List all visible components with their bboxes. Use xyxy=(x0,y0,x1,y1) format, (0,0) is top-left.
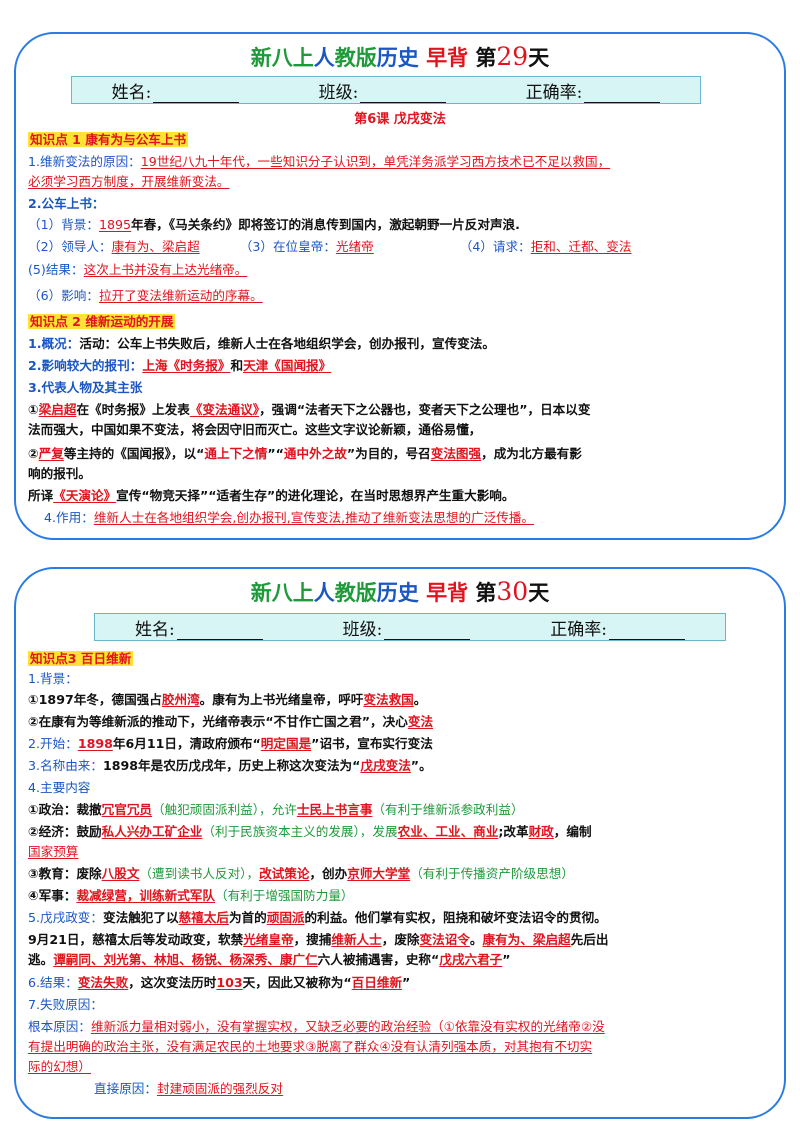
day29-title: 新八上人教版历史 早背 第29天 xyxy=(250,42,550,71)
student-info-bar: 姓名: 班级: 正确率: xyxy=(71,76,701,104)
day29-card: 新八上人教版历史 早背 第29天 姓名: 班级: 正确率: 第6课 戊戌变法 知… xyxy=(14,32,786,540)
line: ①1897年冬，德国强占胶州湾。康有为上书光绪皇帝，呼吁变法救国。 xyxy=(28,692,427,707)
line: 9月21日，慈禧太后等发动政变，软禁光绪皇帝，搜捕维新人士，废除变法诏令。康有为… xyxy=(28,932,609,947)
line: 1.概况：活动：公车上书失败后，维新人士在各地组织学会，创办报刊，宣传变法。 xyxy=(28,336,495,351)
day30-title: 新八上人教版历史 早背 第30天 xyxy=(250,577,550,606)
line: 2.影响较大的报刊：上海《时务报》和天津《国闻报》 xyxy=(28,358,332,373)
line: 响的报刊。 xyxy=(28,466,91,481)
line: ①政治：裁撤冗官冗员（触犯顽固派利益），允许士民上书言事（有利于维新派参政利益） xyxy=(28,802,524,817)
class-field[interactable]: 班级: xyxy=(343,615,471,640)
line: 1.背景： xyxy=(28,671,78,686)
line: （6）影响：拉开了变法维新运动的序幕。 xyxy=(28,288,263,303)
line: 逃。谭嗣同、刘光第、林旭、杨锐、杨深秀、康广仁六人被捕遇害，史称“戊戌六君子” xyxy=(28,952,511,967)
line: 根本原因：维新派力量相对弱小，没有掌握实权，又缺乏必要的政治经验（①依靠没有实权… xyxy=(28,1019,605,1034)
line: 所译《天演论》宣传“物竞天择”“适者生存”的进化理论，在当时思想界产生重大影响。 xyxy=(28,488,515,503)
line: 有提出明确的政治主张，没有满足农民的土地要求③脱离了群众④没有认清列强本质，对其… xyxy=(28,1039,593,1054)
name-field[interactable]: 姓名: xyxy=(112,78,240,103)
day30-card: 新八上人教版历史 早背 第30天 姓名: 班级: 正确率: 知识点3 百日维新 … xyxy=(14,567,786,1119)
knowledge-point-3: 知识点3 百日维新 xyxy=(28,651,134,666)
accuracy-field[interactable]: 正确率: xyxy=(526,78,661,103)
line: 7.失败原因： xyxy=(28,997,103,1012)
student-info-bar: 姓名: 班级: 正确率: xyxy=(94,613,726,641)
accuracy-field[interactable]: 正确率: xyxy=(550,615,685,640)
name-field[interactable]: 姓名: xyxy=(135,615,263,640)
line: 2.公车上书： xyxy=(28,196,105,211)
line: 国家预算 xyxy=(28,844,79,859)
line: ①梁启超在《时务报》上发表《变法通议》，强调“法者天下之公器也，变者天下之公理也… xyxy=(28,402,591,417)
knowledge-point-2: 知识点 2 维新运动的开展 xyxy=(28,314,176,329)
line: 1.维新变法的原因：19世纪八九十年代，一些知识分子认识到，单凭洋务派学习西方技… xyxy=(28,154,611,169)
knowledge-point-1: 知识点 1 康有为与公车上书 xyxy=(28,132,189,147)
line: ②在康有为等维新派的推动下，光绪帝表示“不甘作亡国之君”，决心变法 xyxy=(28,714,434,729)
line: 5.戊戌政变：变法触犯了以慈禧太后为首的顽固派的利益。他们掌有实权，阻挠和破坏变… xyxy=(28,910,607,925)
line: (5)结果：这次上书并没有上达光绪帝。 xyxy=(28,262,248,277)
line: 4.主要内容 xyxy=(28,780,91,795)
line: 必须学习西方制度，开展维新变法。 xyxy=(28,174,230,189)
line: （2）领导人：康有为、梁启超 （3）在位皇帝：光绪帝 （4）请求：拒和、迁都、变… xyxy=(28,239,632,254)
lesson-title: 第6课 戊戌变法 xyxy=(354,112,446,127)
line: 际的幻想） xyxy=(28,1059,91,1074)
line: ②严复等主持的《国闻报》，以“通上下之情”“通中外之故”为目的，号召变法图强，成… xyxy=(28,446,582,461)
line: 法而强大，中国如果不变法，将会因守旧而灭亡。这些文字议论新颖，通俗易懂， xyxy=(28,422,482,437)
line: 3.代表人物及其主张 xyxy=(28,380,143,395)
line: 2.开始：1898年6月11日，清政府颁布“明定国是”诏书，宣布实行变法 xyxy=(28,736,433,751)
line: 4.作用：维新人士在各地组织学会,创办报刊,宣传变法,推动了维新变法思想的广泛传… xyxy=(44,510,535,525)
line: ②经济：鼓励私人兴办工矿企业（利于民族资本主义的发展），发展农业、工业、商业;改… xyxy=(28,824,592,839)
line: 直接原因：封建顽固派的强烈反对 xyxy=(94,1081,283,1096)
line: （1）背景：1895年春，《马关条约》即将签订的消息传到国内，激起朝野一片反对声… xyxy=(28,217,520,232)
line: ④军事：裁减绿营，训练新式军队（有利于增强国防力量） xyxy=(28,888,354,903)
class-field[interactable]: 班级: xyxy=(319,78,447,103)
line: 3.名称由来：1898年是农历戊戌年，历史上称这次变法为“戊戌变法”。 xyxy=(28,758,432,773)
line: 6.结果：变法失败，这次变法历时103天，因此又被称为“百日维新” xyxy=(28,975,411,990)
line: ③教育：废除八股文（遭到读书人反对），改试策论，创办京师大学堂（有利于传播资产阶… xyxy=(28,866,574,881)
